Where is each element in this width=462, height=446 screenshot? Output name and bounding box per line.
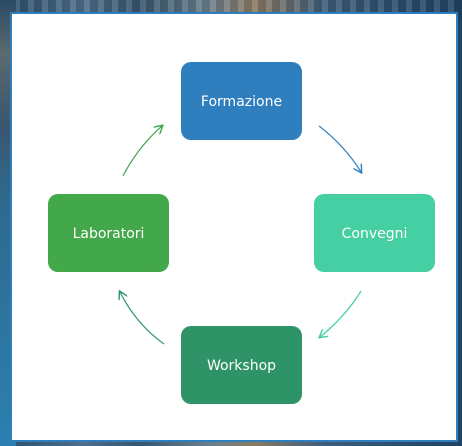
arrow-workshop-to-laboratori — [120, 292, 165, 345]
node-formazione-label: Formazione — [201, 94, 282, 110]
node-convegni: Convegni — [314, 194, 435, 272]
node-laboratori: Laboratori — [48, 194, 169, 272]
arrow-formazione-to-convegni — [318, 125, 361, 172]
node-laboratori-label: Laboratori — [73, 226, 145, 242]
node-convegni-label: Convegni — [342, 226, 408, 242]
arrow-convegni-to-workshop — [320, 290, 362, 337]
arrow-laboratori-to-formazione — [122, 126, 162, 177]
node-workshop: Workshop — [181, 326, 302, 404]
node-formazione: Formazione — [181, 62, 302, 140]
node-workshop-label: Workshop — [207, 358, 276, 374]
